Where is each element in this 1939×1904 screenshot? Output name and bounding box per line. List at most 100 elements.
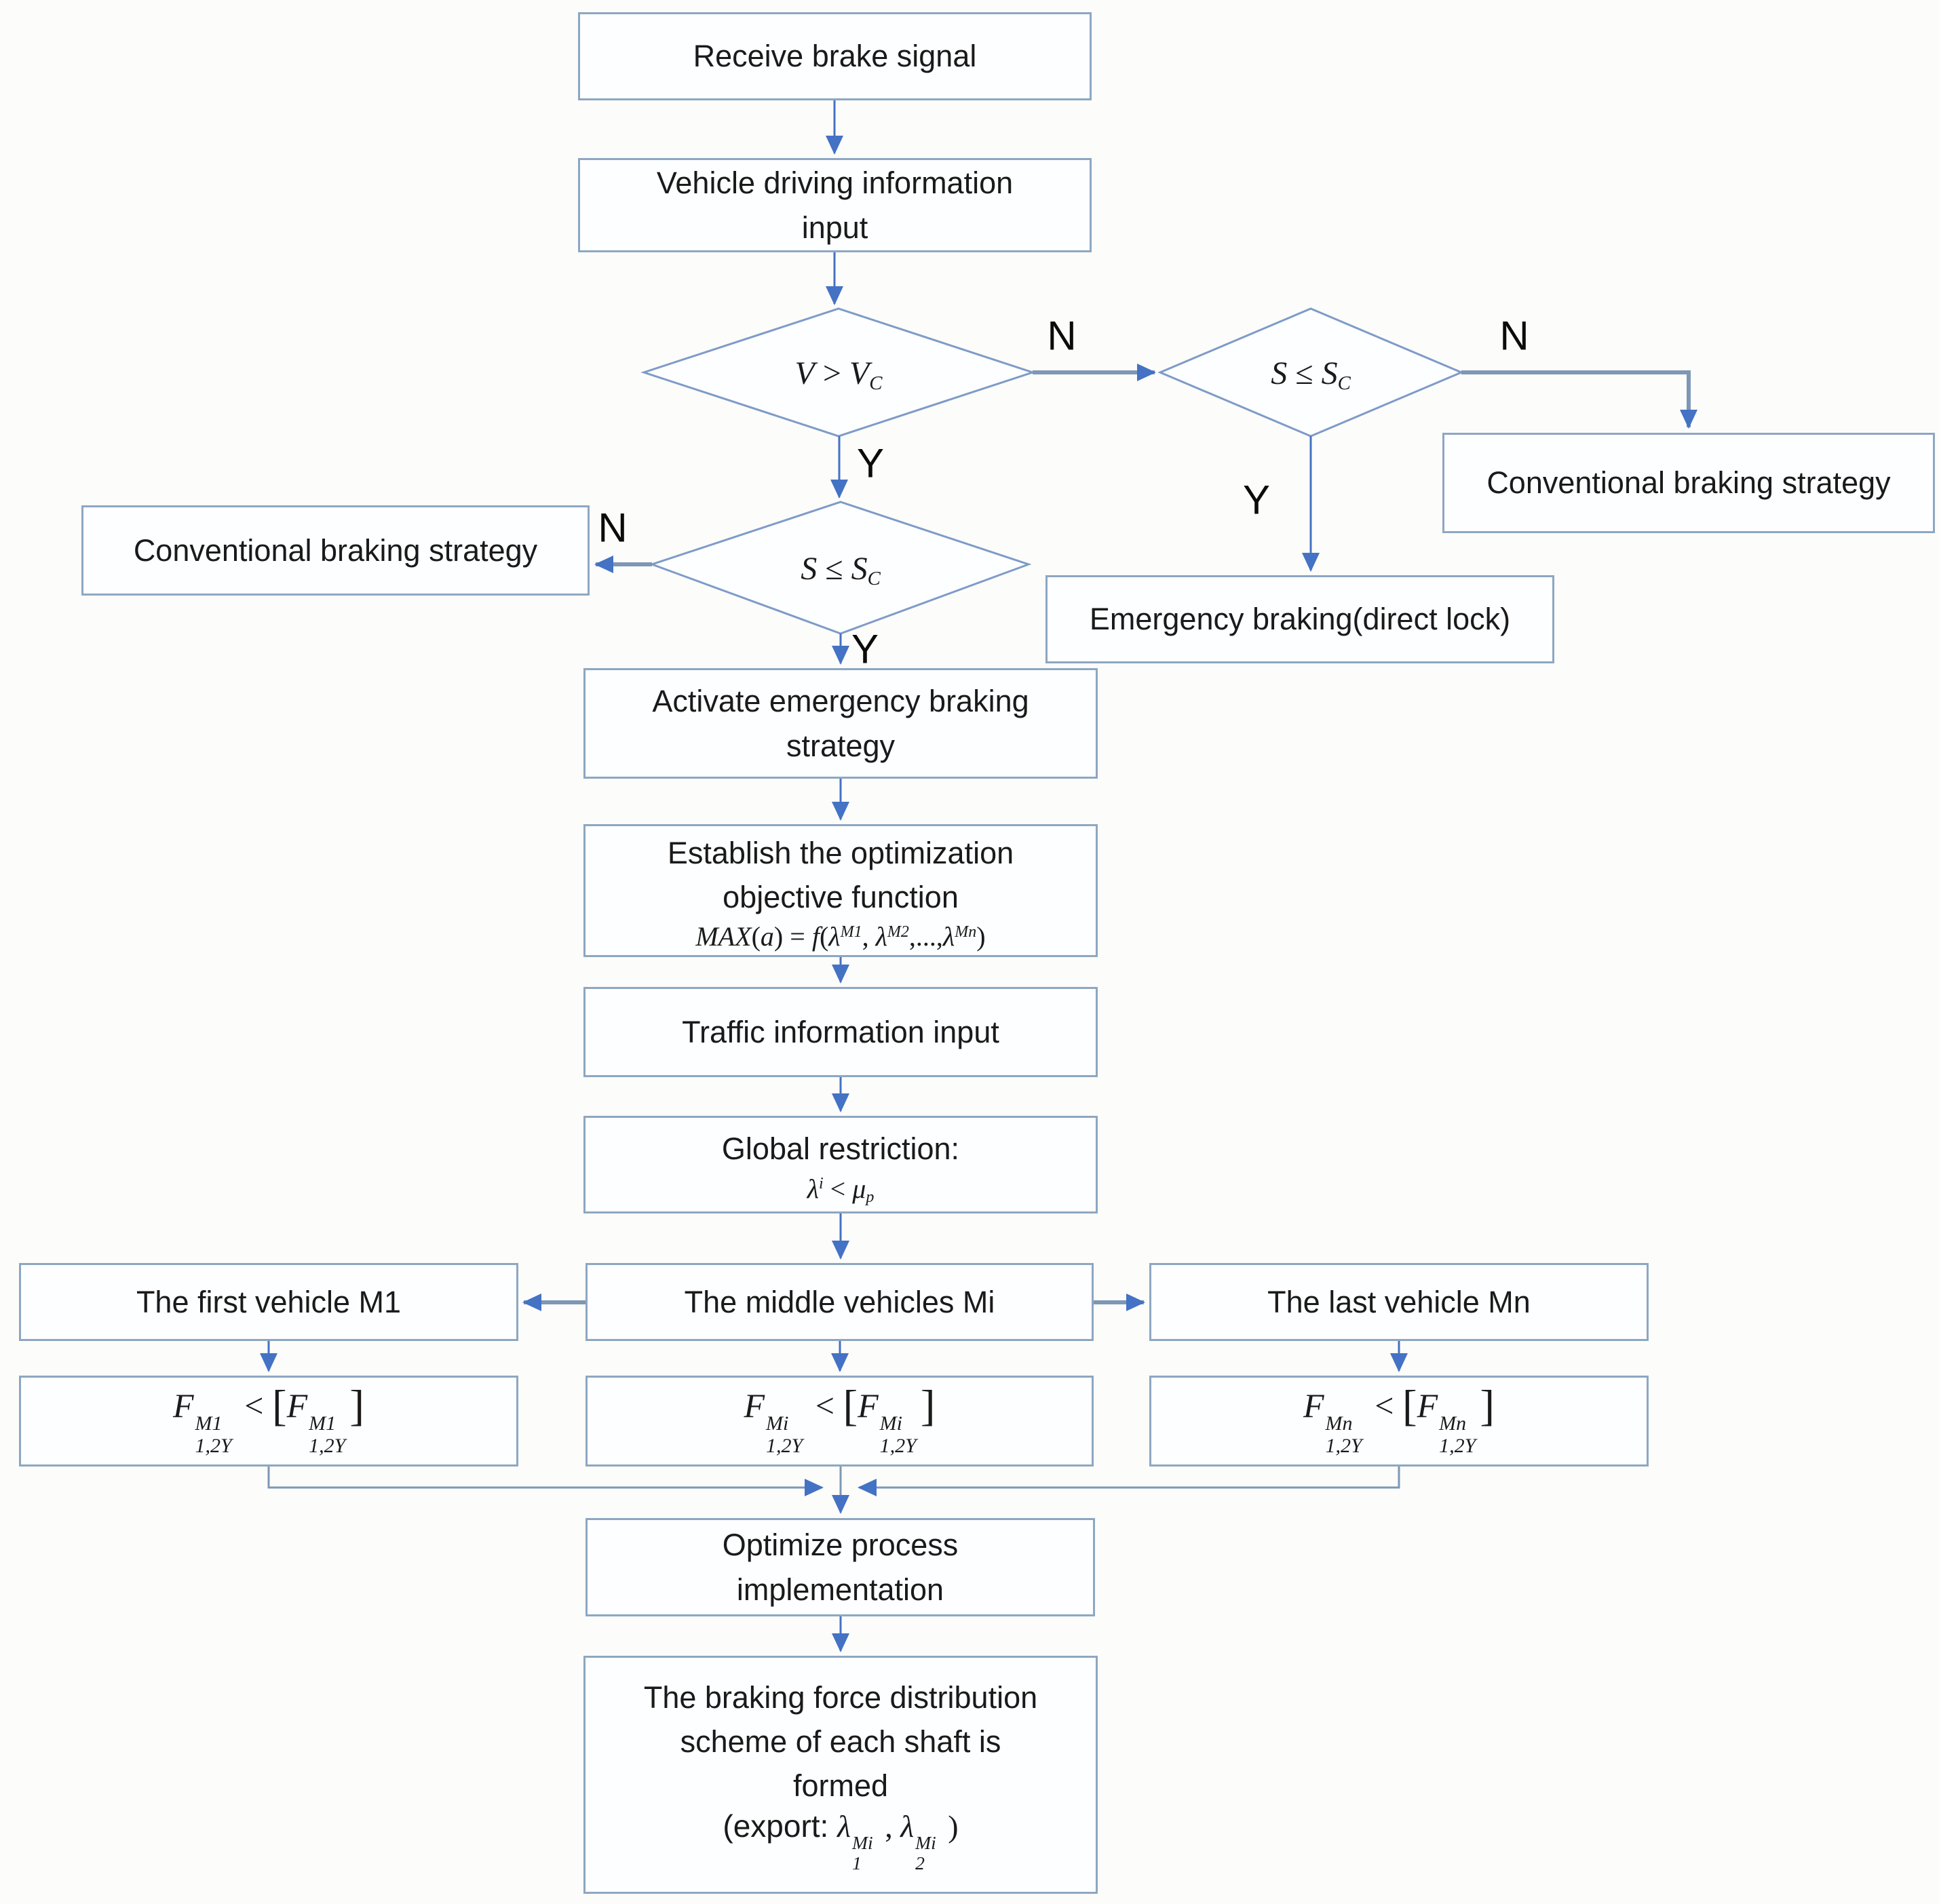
node-label-line: scheme of each shaft is <box>680 1724 1001 1759</box>
formula-token: C <box>869 372 883 395</box>
formula-token: λ <box>875 921 887 952</box>
node-label-line: strategy <box>786 728 896 763</box>
decision-distance-center-label: S ≤ SC <box>801 551 881 589</box>
formula-token: S <box>801 551 818 587</box>
node-optimize-process: Optimize process implementation <box>585 1518 1095 1616</box>
formula-token: M2 <box>887 923 909 941</box>
formula-token: S <box>851 551 868 587</box>
formula-token: ) <box>976 921 986 952</box>
formula-token: C <box>867 568 881 590</box>
formula-token: < <box>807 1386 843 1425</box>
formula-token: ( <box>819 921 829 952</box>
node-label: Conventional braking strategy <box>133 532 538 568</box>
node-receive-brake-signal: Receive brake signal <box>578 12 1092 100</box>
formula-token: (export: <box>723 1808 838 1844</box>
branch-label-right-no: N <box>1499 313 1529 359</box>
formula-token: i <box>819 1175 824 1193</box>
node-conventional-braking-left: Conventional braking strategy <box>81 505 590 596</box>
arrow-constraint-m1-merge <box>267 1466 824 1496</box>
formula-token: λ <box>828 921 841 952</box>
branch-label-speed-no: N <box>1047 313 1077 359</box>
formula-token: [ <box>843 1382 858 1431</box>
node-label: Global restriction: <box>721 1131 960 1167</box>
formula-token: F <box>1417 1386 1438 1425</box>
node-label-line: formed <box>792 1768 889 1804</box>
node-last-vehicle-mn: The last vehicle Mn <box>1149 1263 1649 1341</box>
node-label: The last vehicle Mn <box>1267 1284 1531 1319</box>
formula-token: ≤ <box>817 551 851 587</box>
node-label-line: objective function <box>723 880 959 914</box>
formula-token: ) = <box>773 921 812 952</box>
formula-token: λ <box>900 1809 915 1844</box>
formula-token: M1 <box>840 923 862 941</box>
formula-token: S <box>1321 355 1338 391</box>
node-label: Emergency braking(direct lock) <box>1089 602 1511 637</box>
formula-token: < <box>823 1173 853 1204</box>
formula-token: [ <box>271 1382 287 1431</box>
distance-right-condition-formula: S ≤ SC <box>1271 355 1351 395</box>
formula-token: p <box>866 1188 875 1207</box>
formula-token: ] <box>920 1382 936 1431</box>
formula-token: ] <box>1480 1382 1495 1431</box>
formula-token: a <box>760 921 774 952</box>
formula-token: ] <box>349 1382 364 1431</box>
formula-token: < <box>1366 1386 1402 1425</box>
branch-label-center-yes: Y <box>851 626 879 672</box>
formula-token: , <box>862 921 876 952</box>
node-label-line: Activate emergency braking <box>652 684 1029 719</box>
branch-label-center-no: N <box>598 505 628 551</box>
node-activate-emergency-braking: Activate emergency braking strategy <box>583 668 1098 779</box>
formula-token: F <box>173 1386 194 1425</box>
formula-token: C <box>1337 372 1351 395</box>
node-braking-force-distribution: The braking force distribution scheme of… <box>583 1656 1098 1894</box>
node-vehicle-driving-info: Vehicle driving information input <box>578 158 1092 252</box>
formula-token: > <box>814 355 849 391</box>
formula-token: ,..., <box>908 921 943 952</box>
formula-token: Mn <box>955 923 977 941</box>
node-label-line: The braking force distribution <box>643 1679 1038 1715</box>
speed-condition-formula: V > VC <box>795 355 883 395</box>
node-label-line: Vehicle driving information <box>656 166 1014 201</box>
objective-function-formula: MAX(a) = f(λM1, λM2,...,λMn) <box>695 923 985 950</box>
node-emergency-braking: Emergency braking(direct lock) <box>1045 575 1554 663</box>
node-establish-objective-function: Establish the optimization objective fun… <box>583 824 1098 957</box>
formula-token: , <box>877 1809 901 1844</box>
node-first-vehicle-m1: The first vehicle M1 <box>19 1263 518 1341</box>
formula-token: ) <box>940 1809 959 1844</box>
branch-label-right-yes: Y <box>1242 477 1271 523</box>
global-restriction-formula: λi < μp <box>807 1173 875 1207</box>
node-label: Conventional braking strategy <box>1486 465 1891 501</box>
node-label-line: Establish the optimization <box>667 835 1014 870</box>
formula-token: μ <box>852 1173 866 1204</box>
node-label-line: Optimize process <box>722 1528 959 1563</box>
formula-token: ( <box>751 921 761 952</box>
formula-token: [ <box>1402 1382 1417 1431</box>
decision-distance-right-label: S ≤ SC <box>1271 355 1351 395</box>
decision-speed-label: V > VC <box>795 355 883 395</box>
node-conventional-braking-right: Conventional braking strategy <box>1442 433 1935 533</box>
node-label-line: input <box>801 210 868 245</box>
formula-token: V <box>849 355 870 391</box>
formula-token: F <box>858 1386 879 1425</box>
branch-label-speed-yes: Y <box>856 440 885 486</box>
node-global-restriction: Global restriction: λi < μp <box>583 1116 1098 1213</box>
formula-token: < <box>235 1386 272 1425</box>
formula-token: MAX <box>695 921 752 952</box>
node-label-line: implementation <box>736 1572 944 1607</box>
